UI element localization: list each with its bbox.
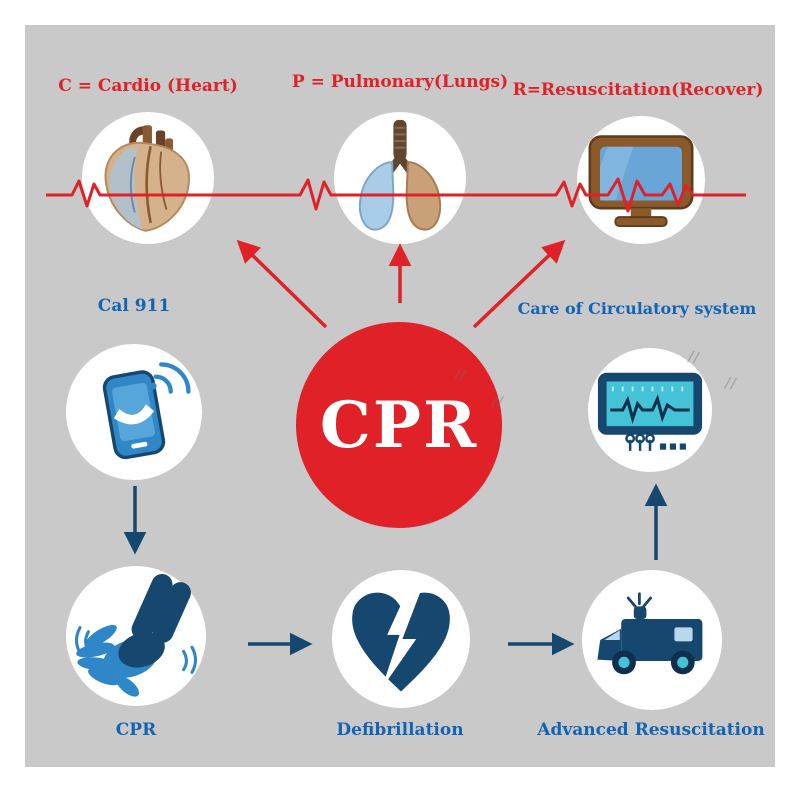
cpr-hands-circle <box>66 566 206 706</box>
lungs-icon <box>358 119 442 231</box>
phone-icon <box>102 362 191 460</box>
cpr-title: CPR <box>319 387 479 463</box>
cpr-hands-icon <box>74 574 198 697</box>
label-resuscitation: R=Resuscitation(Recover) <box>512 80 764 100</box>
broken-heart-icon <box>352 589 450 692</box>
ecg-monitor-icon <box>597 372 703 451</box>
label-advanced-resuscitation: Advanced Resuscitation <box>537 720 765 740</box>
defibrillation-circle <box>332 570 470 708</box>
label-cpr: CPR <box>115 720 157 740</box>
label-care-circulatory: Care of Circulatory system <box>517 299 757 318</box>
tv-monitor-icon <box>588 135 694 228</box>
pulmonary-circle <box>334 112 466 244</box>
ambulance-circle <box>582 570 722 710</box>
cardio-circle <box>82 112 214 244</box>
ambulance-icon <box>597 592 703 675</box>
label-call-911: Cal 911 <box>97 296 171 316</box>
recover-circle <box>577 116 705 244</box>
heart-icon <box>104 125 190 232</box>
call-circle <box>66 344 202 480</box>
care-circle <box>588 348 712 472</box>
label-defibrillation: Defibrillation <box>336 720 464 740</box>
signal-waves-icon <box>153 362 191 394</box>
label-cardio: C = Cardio (Heart) <box>58 76 238 96</box>
label-pulmonary: P = Pulmonary(Lungs) <box>291 72 509 92</box>
cpr-center-circle: CPR <box>296 322 502 528</box>
